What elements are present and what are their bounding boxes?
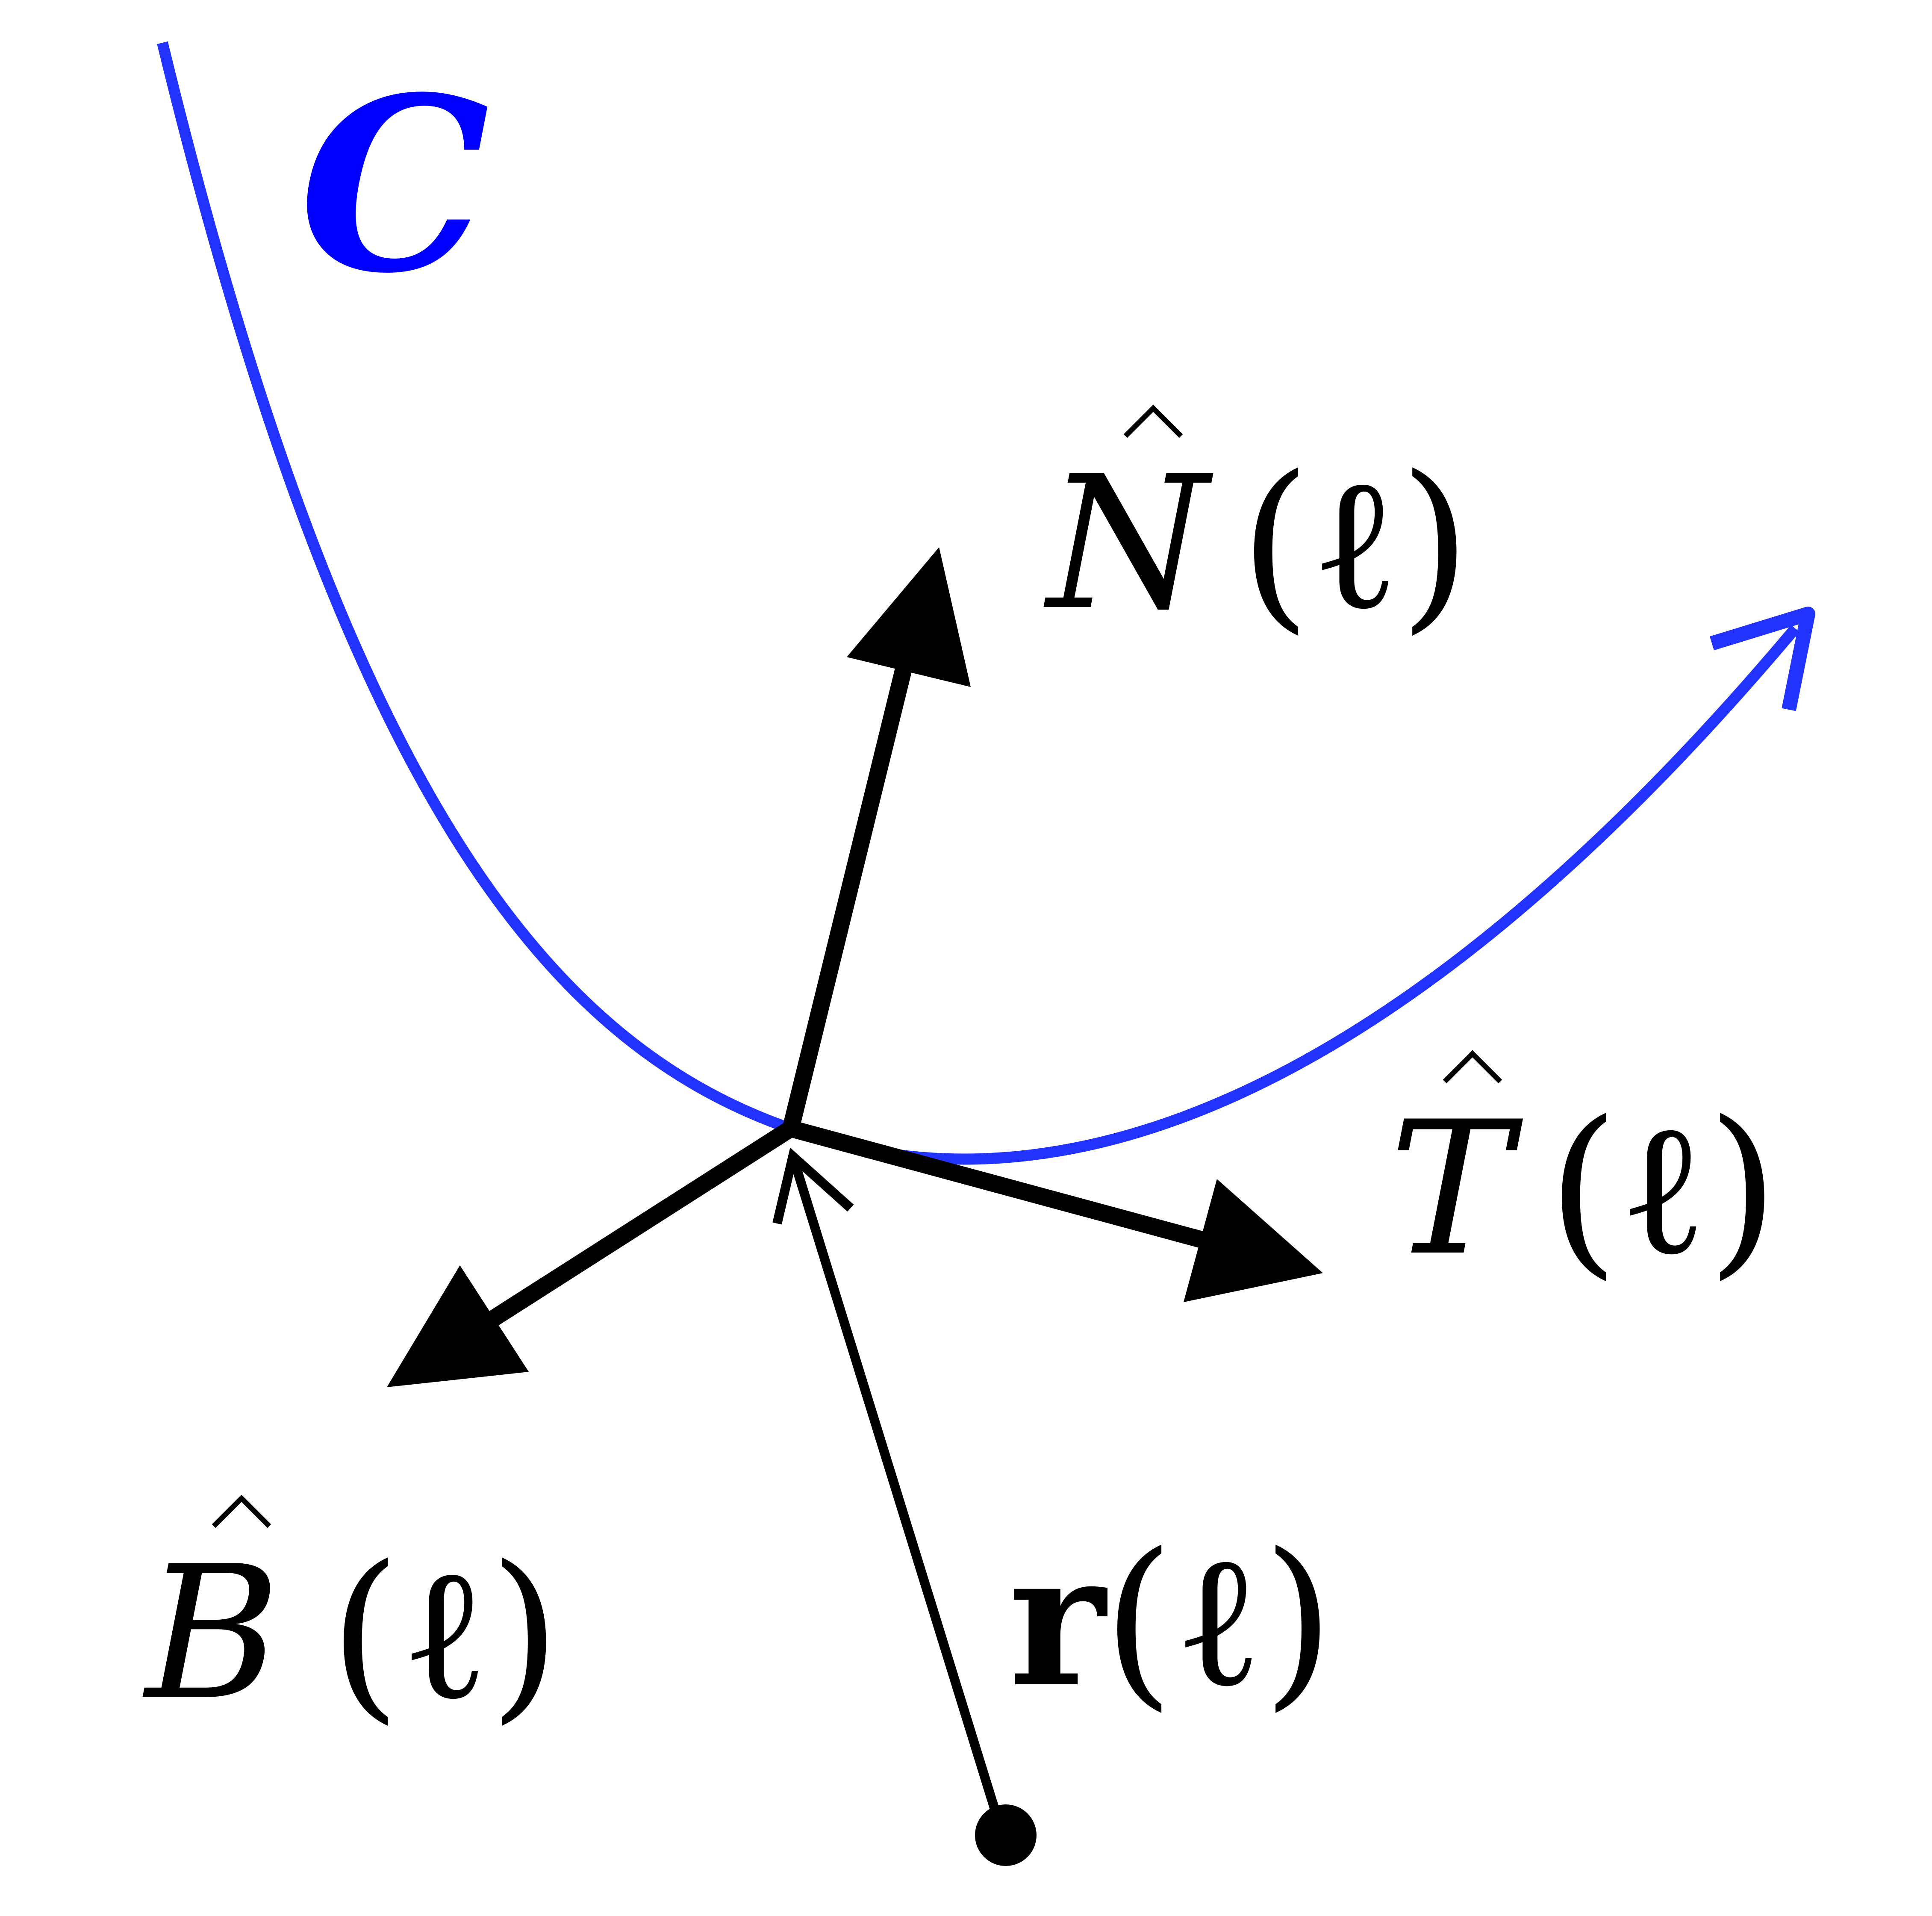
tangent-symbol: T bbox=[1389, 1082, 1524, 1296]
normal-vector-line bbox=[782, 639, 919, 1131]
binormal-hat-icon bbox=[212, 1494, 271, 1528]
tangent-vector-arrowhead-icon bbox=[1184, 1179, 1323, 1302]
tangent-vector-line bbox=[788, 1120, 1212, 1250]
tangent-argument: (ℓ) bbox=[1547, 1082, 1779, 1296]
binormal-vector-line bbox=[478, 1121, 795, 1332]
normal-argument: (ℓ) bbox=[1240, 437, 1471, 651]
position-label: r (ℓ) bbox=[1009, 1512, 1334, 1728]
normal-hat-icon bbox=[1123, 404, 1183, 438]
position-symbol: r bbox=[1009, 1512, 1109, 1728]
normal-symbol: N bbox=[1042, 437, 1214, 651]
binormal-label: B (ℓ) bbox=[142, 1494, 561, 1741]
binormal-vector-arrowhead-icon bbox=[387, 1265, 529, 1387]
normal-vector-arrowhead-icon bbox=[847, 547, 971, 687]
origin-point bbox=[975, 1804, 1037, 1866]
tangent-hat-icon bbox=[1443, 1050, 1502, 1084]
position-vector-line bbox=[788, 1155, 1007, 1836]
curve-label: C bbox=[299, 45, 490, 326]
binormal-symbol: B bbox=[142, 1527, 280, 1741]
position-argument: (ℓ) bbox=[1103, 1514, 1334, 1728]
position-vector-arrowhead-icon bbox=[772, 1147, 854, 1225]
binormal-argument: (ℓ) bbox=[329, 1527, 561, 1741]
curve-arrowhead-icon bbox=[1710, 607, 1815, 711]
normal-label: N (ℓ) bbox=[1042, 404, 1471, 651]
tangent-label: T (ℓ) bbox=[1389, 1050, 1779, 1296]
